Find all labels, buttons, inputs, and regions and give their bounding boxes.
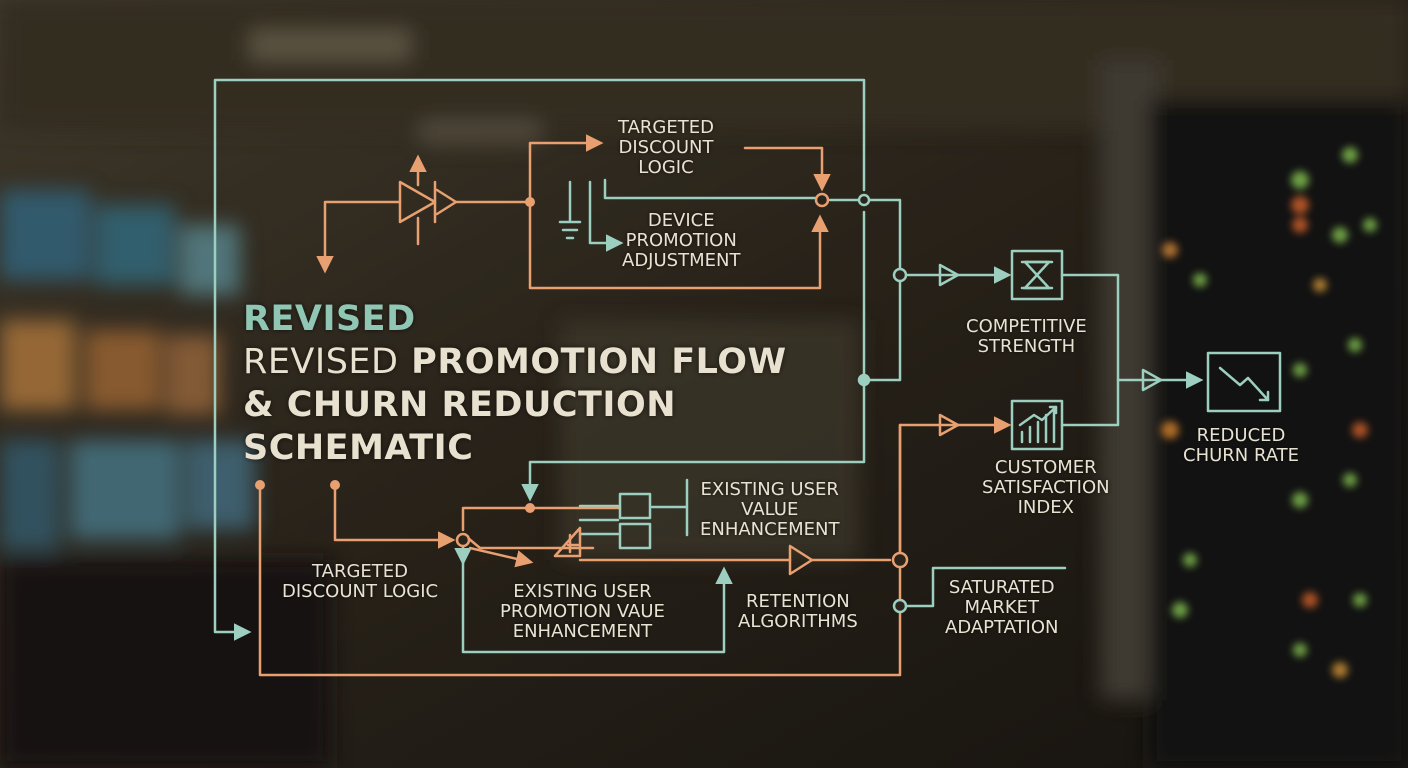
- label-targeted-discount-top: TARGETED DISCOUNT LOGIC: [618, 117, 714, 178]
- title-line1: PROMOTION FLOW: [411, 342, 787, 382]
- title-line2: & CHURN REDUCTION: [243, 385, 676, 425]
- label-customer-satisfaction: CUSTOMER SATISFACTION INDEX: [982, 457, 1110, 518]
- title-line3: SCHEMATIC: [243, 428, 474, 468]
- hourglass-icon: [1010, 249, 1064, 301]
- label-existing-user-promotion: EXISTING USER PROMOTION VAUE ENHANCEMENT: [500, 581, 665, 642]
- diagram-title: REVISED REVISED PROMOTION FLOW & CHURN R…: [243, 298, 787, 470]
- label-existing-user-value: EXISTING USER VALUE ENHANCEMENT: [700, 479, 840, 540]
- junction-nodes: [857, 193, 908, 614]
- trend-down-icon: [1206, 351, 1282, 413]
- label-device-promotion: DEVICE PROMOTION ADJUSTMENT: [622, 210, 741, 271]
- label-reduced-churn-rate: REDUCED CHURN RATE: [1183, 425, 1300, 466]
- title-accent-word: REVISED: [243, 299, 416, 339]
- bar-chart-up-icon: [1010, 399, 1064, 451]
- orange-connector-lines: [258, 134, 1012, 677]
- value-module-boxes: [618, 492, 652, 550]
- label-targeted-discount-bottom: TARGETED DISCOUNT LOGIC: [282, 561, 439, 602]
- teal-connector-lines: [213, 78, 1204, 654]
- title-light-word: REVISED: [243, 342, 399, 382]
- label-competitive-strength: COMPETITIVE STRENGTH: [966, 316, 1087, 357]
- label-saturated-market: SATURATED MARKET ADAPTATION: [945, 577, 1059, 638]
- amplifier-icon: [938, 413, 960, 437]
- label-retention-algorithms: RETENTION ALGORITHMS: [738, 591, 858, 632]
- amplifier-icon: [938, 263, 1163, 392]
